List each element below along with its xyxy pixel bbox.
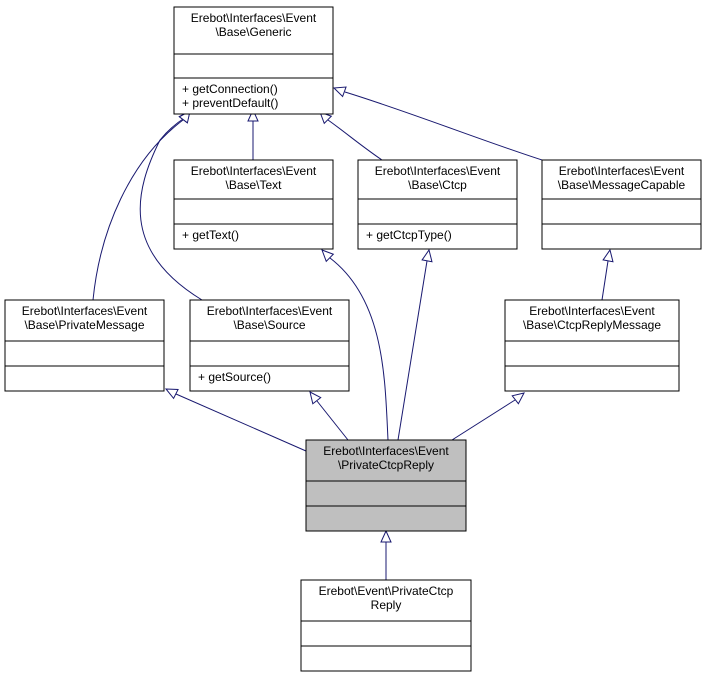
class-node-privatectcpreply_iface[interactable]: Erebot\Interfaces\Event\PrivateCtcpReply: [305, 439, 467, 532]
class-method: + getConnection(): [182, 82, 278, 96]
class-name-section: [357, 159, 518, 200]
class-title-line: Erebot\Interfaces\Event: [191, 11, 317, 25]
class-title-line: Erebot\Interfaces\Event: [529, 304, 655, 318]
inheritance-arrowhead: [421, 248, 433, 263]
inheritance-edge-privatectcpreply_iface-to-ctcp: [397, 248, 433, 441]
inheritance-edge-privatectcpreply_iface-to-ctcpreplymessage: [451, 392, 525, 441]
class-title-line: \Base\Source: [233, 318, 305, 332]
class-name-section: [173, 6, 334, 55]
class-node-text[interactable]: Erebot\Interfaces\Event\Base\Text + getTe…: [173, 159, 334, 250]
edge-line: [451, 399, 516, 441]
inheritance-edge-privatectcpreply_impl-to-privatectcpreply_iface: [380, 529, 392, 580]
inheritance-edge-privatectcpreply_iface-to-source: [309, 391, 349, 441]
inheritance-edge-ctcp-to-generic: [319, 111, 383, 161]
edge-line: [316, 400, 349, 441]
inheritance-arrowhead: [164, 388, 179, 400]
inheritance-arrowhead: [602, 248, 614, 263]
inheritance-edge-ctcpreplymessage-to-messagecapable: [601, 248, 614, 301]
class-title-line: Erebot\Interfaces\Event: [191, 164, 317, 178]
class-node-source[interactable]: Erebot\Interfaces\Event\Base\Source + get…: [189, 299, 350, 392]
class-name-section: [300, 579, 472, 622]
class-title-line: Reply: [371, 598, 402, 612]
edge-line: [397, 260, 428, 441]
class-node-ctcp[interactable]: Erebot\Interfaces\Event\Base\Ctcp + getCt…: [357, 159, 518, 250]
edge-line: [327, 119, 383, 161]
class-methods-section: [173, 77, 334, 115]
inheritance-edge-privatectcpreply_iface-to-privatemessage: [164, 388, 307, 452]
class-attributes-section: [300, 620, 472, 647]
class-methods-section: [357, 223, 518, 250]
class-title-line: \Base\PrivateMessage: [24, 318, 144, 332]
class-attributes-section: [189, 340, 350, 367]
class-attributes-section: [4, 340, 165, 367]
inheritance-arrowhead: [380, 529, 392, 543]
class-attributes-section: [504, 340, 680, 367]
edge-line: [139, 116, 203, 301]
class-name-section: [189, 299, 350, 342]
class-methods-section: [541, 223, 702, 250]
class-node-ctcpreplymessage[interactable]: Erebot\Interfaces\Event\Base\CtcpReplyMe…: [504, 299, 680, 392]
class-title-line: \Base\CtcpReplyMessage: [523, 318, 661, 332]
class-attributes-section: [541, 198, 702, 225]
inheritance-arrowhead: [321, 249, 335, 263]
class-title-line: \Base\Ctcp: [408, 178, 467, 192]
class-methods-section: [4, 365, 165, 392]
class-method: + getSource(): [198, 370, 271, 384]
inheritance-arrowhead: [511, 392, 525, 405]
class-node-privatemessage[interactable]: Erebot\Interfaces\Event\Base\PrivateMess…: [4, 299, 165, 392]
inheritance-edge-messagecapable-to-generic: [332, 86, 543, 161]
edge-line: [601, 260, 609, 301]
inheritance-arrowhead: [332, 86, 347, 98]
class-methods-section: [173, 223, 334, 250]
class-attributes-section: [357, 198, 518, 225]
class-methods-section: [305, 505, 467, 532]
class-methods-section: [189, 365, 350, 392]
class-attributes-section: [305, 480, 467, 507]
class-title-line: Erebot\Interfaces\Event: [22, 304, 148, 318]
class-method: + getCtcpType(): [366, 228, 452, 242]
class-node-privatectcpreply_impl[interactable]: Erebot\Event\PrivateCtcpReply: [300, 579, 472, 672]
class-methods-section: [504, 365, 680, 392]
class-methods-section: [300, 645, 472, 672]
class-title-line: Erebot\Event\PrivateCtcp: [319, 584, 454, 598]
class-method: + preventDefault(): [182, 96, 278, 110]
inheritance-edge-privatectcpreply_iface-to-text: [321, 249, 389, 441]
inheritance-arrowhead: [247, 108, 259, 122]
class-name-section: [504, 299, 680, 342]
class-title-line: \Base\Text: [225, 178, 282, 192]
class-title-line: Erebot\Interfaces\Event: [207, 304, 333, 318]
class-title-line: Erebot\Interfaces\Event: [375, 164, 501, 178]
edge-line: [344, 91, 543, 161]
class-name-section: [541, 159, 702, 200]
class-node-generic[interactable]: Erebot\Interfaces\Event\Base\Generic + ge…: [173, 6, 334, 115]
edge-line: [329, 257, 389, 441]
class-title-line: \Base\Generic: [215, 25, 291, 39]
class-attributes-section: [173, 198, 334, 225]
class-title-line: Erebot\Interfaces\Event: [323, 444, 449, 458]
edge-line: [92, 119, 184, 301]
class-title-line: \Base\MessageCapable: [558, 178, 686, 192]
nodes-layer: Erebot\Interfaces\Event\Base\Generic+ ge…: [4, 6, 702, 672]
class-node-messagecapable[interactable]: Erebot\Interfaces\Event\Base\MessageCapa…: [541, 159, 702, 250]
class-name-section: [4, 299, 165, 342]
class-name-section: [173, 159, 334, 200]
class-method: + getText(): [182, 228, 239, 242]
class-name-section: [305, 439, 467, 482]
class-title-line: Erebot\Interfaces\Event: [559, 164, 685, 178]
inheritance-edge-text-to-generic: [247, 108, 259, 160]
inheritance-arrowhead: [309, 391, 322, 405]
class-title-line: \PrivateCtcpReply: [338, 458, 434, 472]
class-attributes-section: [173, 53, 334, 79]
edge-line: [175, 393, 307, 452]
